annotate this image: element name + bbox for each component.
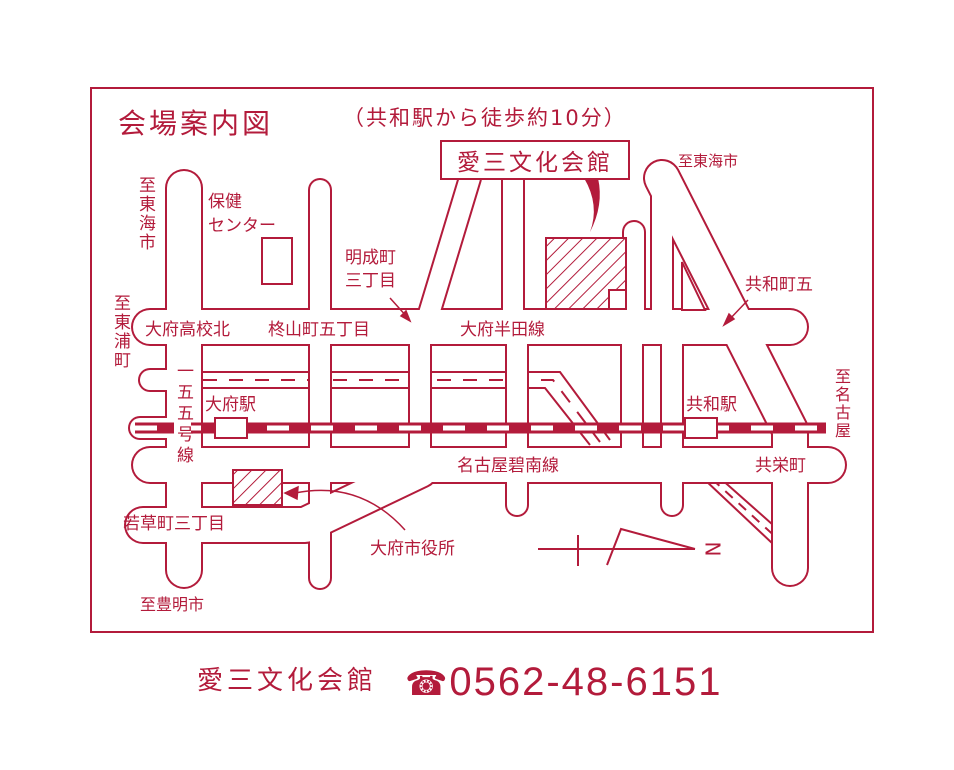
footer-phone: ☎0562-48-6151 [405,662,722,702]
label-health-center-2: センター [208,216,276,236]
label-kyowa-station: 共和駅 [686,395,737,415]
walk-time-note: （共和駅から徒歩約10分） [343,106,627,130]
label-kyowa-5: 共和町五 [745,275,813,295]
telephone-icon: ☎ [405,664,450,704]
label-to-toyoake: 至豊明市 [140,595,205,614]
label-hiiragiyama: 柊山町五丁目 [268,320,370,340]
label-meisei-2: 三丁目 [345,271,396,291]
label-to-tokai-right: 至東海市 [678,152,739,170]
phone-number: 0562-48-6151 [449,660,723,704]
kyowa-station-marker [684,417,718,439]
label-city-hall: 大府市役所 [370,539,455,559]
label-route155: 一五五号線 [173,362,193,467]
label-wakakusa: 若草町三丁目 [123,514,225,534]
footer-venue-name: 愛三文化会館 [197,666,378,696]
venue-label-box: 愛三文化会館 [440,140,630,180]
label-obu-station: 大府駅 [205,395,256,415]
label-to-higashiura: 至東浦町 [110,294,130,370]
city-hall-building [232,469,283,506]
map-frame [90,87,874,633]
label-to-nagoya: 至名古屋 [832,368,851,440]
health-center-building [261,237,293,285]
label-obu-hs-north: 大府高校北 [145,320,230,340]
label-to-tokai-left: 至東海市 [135,176,155,252]
label-meisei-1: 明成町 [345,248,396,268]
label-kyoei: 共栄町 [755,456,806,476]
venue-label: 愛三文化会館 [457,150,613,176]
roads [140,178,828,578]
label-health-center-1: 保健 [208,192,242,212]
cityhall-arrow [294,489,406,531]
label-obu-handa-line: 大府半田線 [460,320,545,340]
obu-station-marker [214,417,248,439]
cityhall-arrowhead [283,485,299,501]
map-title: 会場案内図 [118,107,274,140]
venue-pointer [584,178,600,232]
meisei-arrowhead [399,309,412,323]
north-label: N [700,541,725,557]
kyowa5-arrowhead [722,312,736,327]
label-nagoya-hekinan-line: 名古屋碧南線 [457,456,559,476]
triangle-block [681,261,707,311]
venue-annex [608,289,627,310]
north-compass [538,527,696,566]
